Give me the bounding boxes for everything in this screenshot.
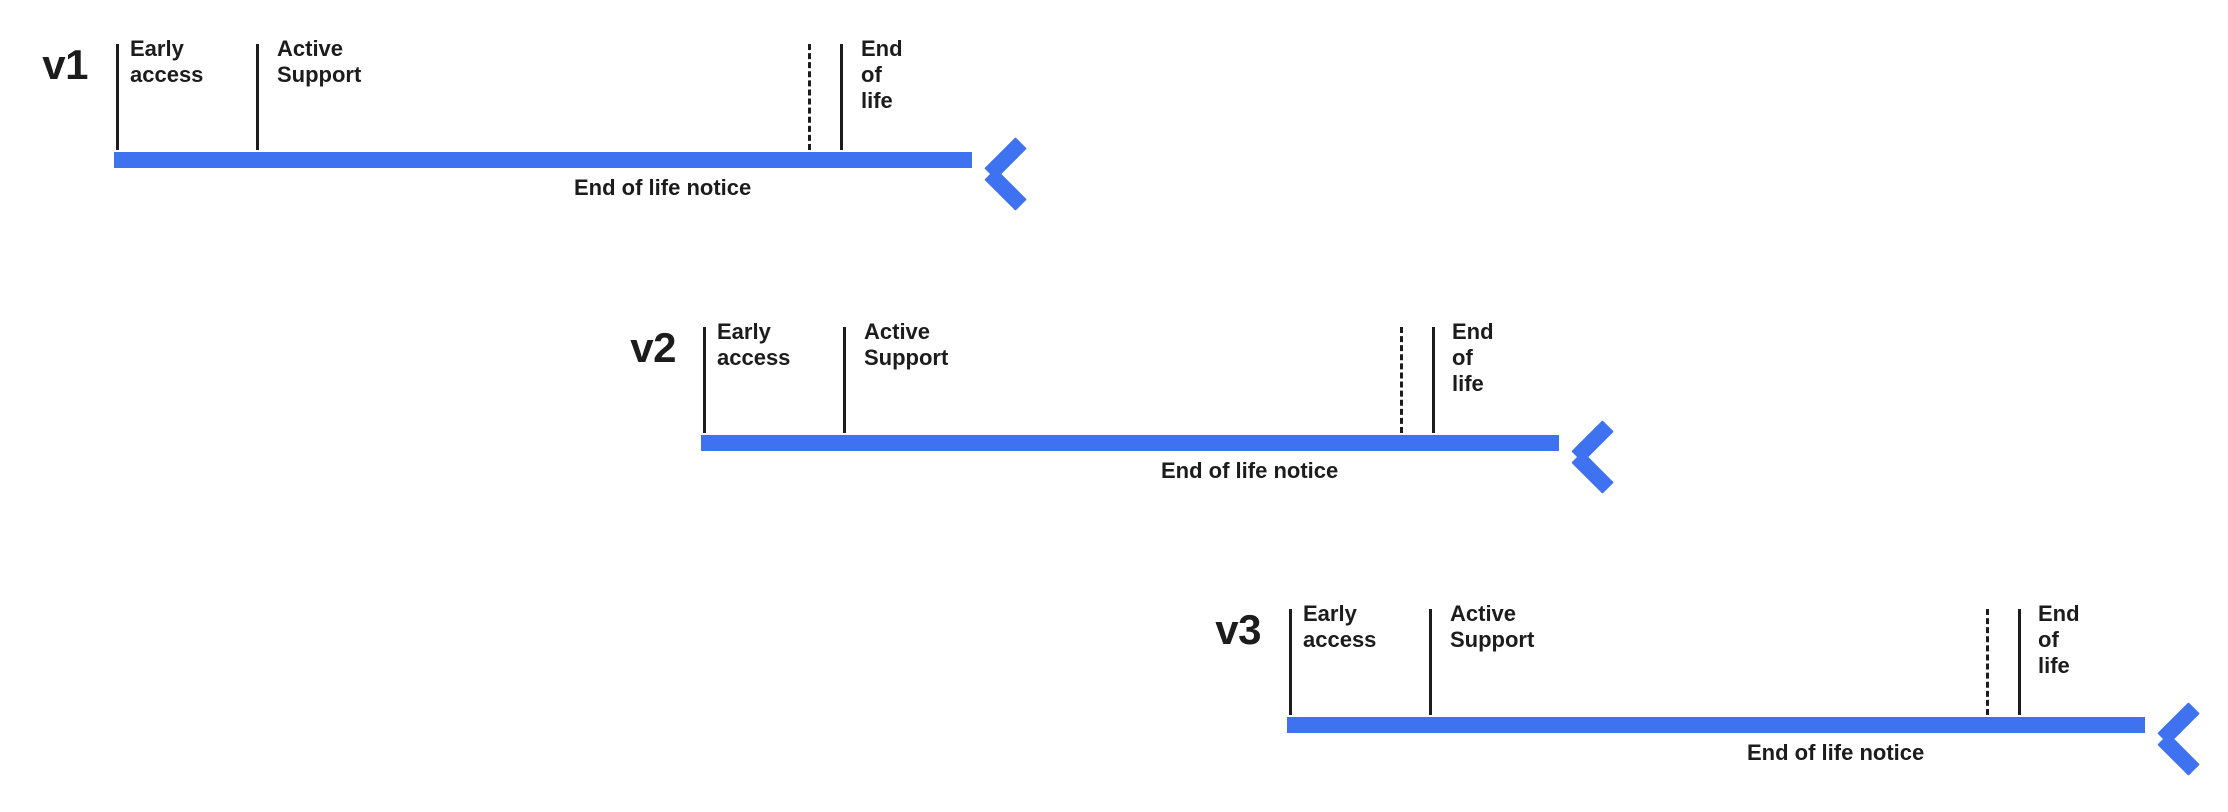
eol-notice-marker-v2: [1400, 327, 1403, 433]
timeline-arrow-shaft-v3: [1287, 717, 2145, 733]
eol-notice-label-v1: End of life notice: [574, 175, 752, 200]
phase-label-v1-1: Active Support: [277, 36, 362, 87]
phase-divider-v2-0: [703, 327, 706, 433]
phase-label-v3-1: Active Support: [1450, 601, 1535, 652]
version-label-v2: v2: [630, 324, 676, 371]
version-label-v1: v1: [42, 41, 88, 88]
phase-divider-v1-1: [256, 44, 259, 150]
arrow-head-lower-stroke: [2157, 733, 2200, 776]
phase-divider-v2-1: [843, 327, 846, 433]
phase-label-v2-1: Active Support: [864, 319, 949, 370]
phase-divider-v3-3: [2018, 609, 2021, 715]
eol-notice-marker-v1: [808, 44, 811, 150]
eol-notice-label-v3: End of life notice: [1747, 740, 1925, 765]
phase-label-v1-0: Early access: [130, 36, 204, 87]
version-label-v3: v3: [1215, 606, 1261, 653]
phase-divider-v3-0: [1289, 609, 1292, 715]
timeline-arrow-head-v1: [966, 130, 1027, 218]
phase-label-v3-3: End of life: [2038, 601, 2080, 678]
phase-label-v1-3: End of life: [861, 36, 903, 113]
eol-notice-label-v2: End of life notice: [1161, 458, 1339, 483]
phase-divider-v1-3: [840, 44, 843, 150]
timeline-arrow-shaft-v2: [701, 435, 1559, 451]
eol-notice-marker-v3: [1986, 609, 1989, 715]
timeline-arrow-head-v3: [2139, 695, 2200, 783]
timeline-arrow-shaft-v1: [114, 152, 972, 168]
arrow-head-lower-stroke: [1571, 451, 1614, 494]
arrow-head-lower-stroke: [984, 168, 1027, 211]
phase-divider-v3-1: [1429, 609, 1432, 715]
phase-divider-v2-3: [1432, 327, 1435, 433]
phase-label-v2-3: End of life: [1452, 319, 1494, 396]
phase-divider-v1-0: [116, 44, 119, 150]
phase-label-v3-0: Early access: [1303, 601, 1377, 652]
phase-label-v2-0: Early access: [717, 319, 791, 370]
timeline-arrow-head-v2: [1553, 413, 1614, 501]
